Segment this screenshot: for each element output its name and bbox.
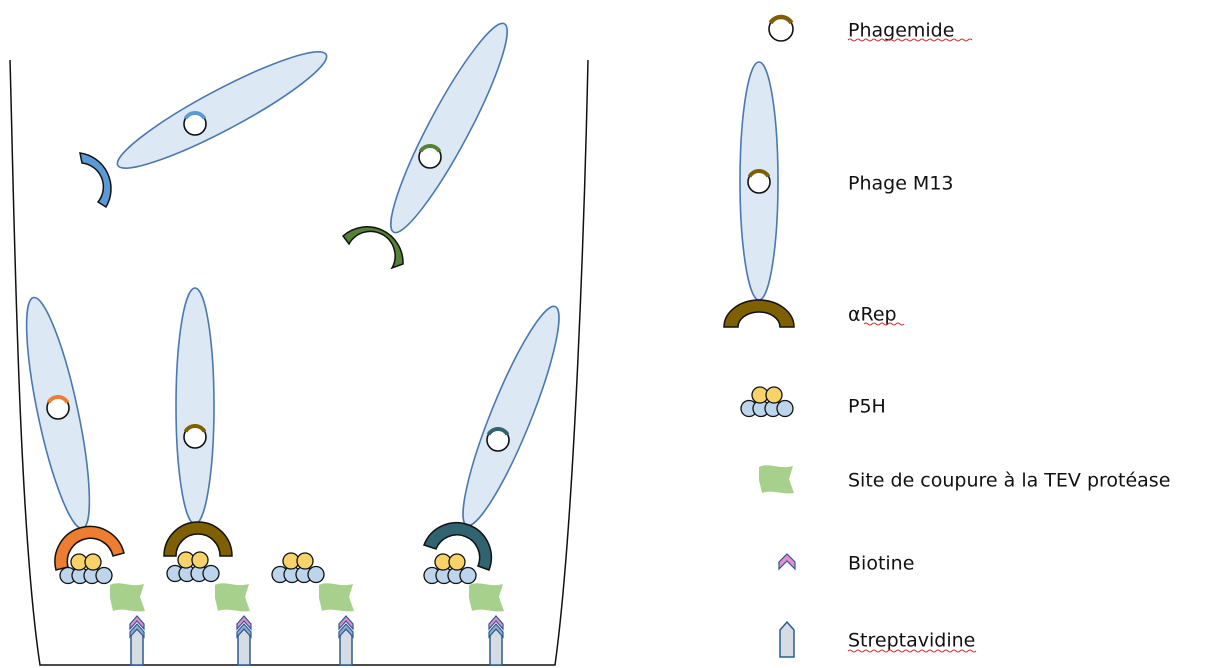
legend-biotine: Biotine — [779, 553, 914, 575]
streptavidine-biotine — [489, 616, 503, 665]
legend-streptavidine: Streptavidine — [780, 622, 976, 657]
bound-phage-teal — [424, 299, 574, 665]
tev-site — [759, 465, 794, 493]
tev-site — [469, 583, 504, 611]
legend: Phagemide Phage M13 αRep P5H Site de cou… — [724, 17, 1170, 657]
streptavidine-icon — [780, 622, 794, 657]
bound-phage-brown — [164, 288, 251, 665]
tev-site — [215, 583, 250, 611]
legend-phagemide-label: Phagemide — [848, 20, 954, 42]
free-phage-green — [343, 14, 522, 268]
legend-streptavidine-label: Streptavidine — [848, 630, 975, 652]
streptavidine-biotine — [339, 616, 353, 665]
streptavidine-biotine — [130, 616, 144, 665]
phage-body — [176, 288, 214, 524]
unbound-p5h — [272, 553, 354, 665]
tev-site — [319, 583, 354, 611]
phage-body — [448, 299, 573, 533]
legend-p5h-label: P5H — [848, 396, 886, 418]
legend-tev: Site de coupure à la TEV protéase — [759, 465, 1170, 493]
p5h-cluster — [741, 387, 793, 417]
legend-arep-label: αRep — [848, 304, 897, 326]
legend-phage-label: Phage M13 — [848, 173, 954, 195]
phage-body — [376, 14, 522, 241]
biotine-icon — [779, 554, 795, 569]
tev-site — [110, 583, 145, 611]
legend-biotine-label: Biotine — [848, 553, 914, 575]
legend-arep: αRep — [724, 300, 904, 327]
arep-blue-icon — [80, 153, 111, 207]
arep-brown-icon — [164, 522, 232, 556]
legend-phage: Phage M13 — [740, 62, 954, 300]
arep-brown-icon — [724, 300, 794, 327]
legend-p5h: P5H — [741, 387, 886, 418]
free-phage-blue — [80, 37, 336, 207]
streptavidine-biotine — [237, 616, 251, 665]
p5h-cluster — [272, 553, 324, 583]
legend-phagemide: Phagemide — [769, 17, 972, 42]
p5h-cluster — [424, 554, 476, 584]
legend-tev-label: Site de coupure à la TEV protéase — [848, 470, 1170, 492]
phage-body — [108, 37, 335, 183]
